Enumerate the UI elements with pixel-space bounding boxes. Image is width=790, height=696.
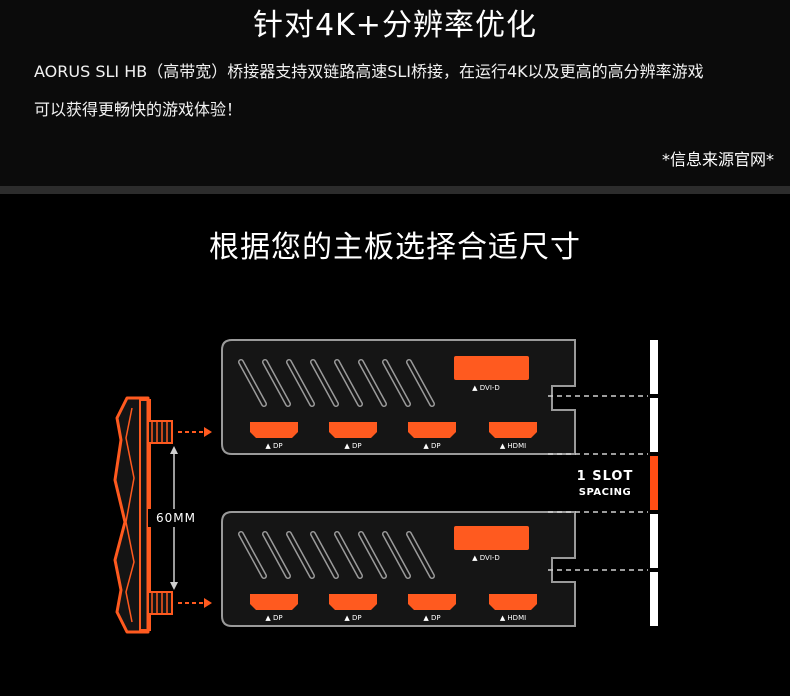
dvi-label-1: ▲ DVI-D	[472, 384, 500, 392]
dp-port-2c	[408, 594, 456, 610]
bridge-connector-top	[147, 420, 173, 444]
connection-arrows	[178, 427, 212, 608]
top-panel	[0, 0, 790, 186]
hdmi-port-2	[489, 594, 537, 610]
port-label-1a: ▲ DP	[265, 442, 282, 450]
gpu-bracket-1: ▲ DVI-D ▲ DP ▲ DP ▲ DP ▲ HDMI	[221, 339, 576, 455]
intro-line-1: AORUS SLI HB（高带宽）桥接器支持双链路高速SLI桥接，在运行4K以及…	[34, 62, 704, 81]
section-divider	[0, 186, 790, 194]
port-label-2b: ▲ DP	[344, 614, 361, 622]
gpu-bracket-2: ▲ DVI-D ▲ DP ▲ DP ▲ DP ▲ HDMI	[221, 511, 576, 627]
source-note: *信息来源官网*	[661, 150, 774, 169]
hdmi-port-1	[489, 422, 537, 438]
sli-bridge	[113, 396, 173, 634]
dvi-port-2	[454, 526, 529, 550]
sli-bridge-diagram: 60MM ▲ DVI-D ▲ DP	[113, 339, 658, 634]
dp-port-2a	[250, 594, 298, 610]
dp-port-1a	[250, 422, 298, 438]
port-label-1b: ▲ DP	[344, 442, 361, 450]
dp-port-2b	[329, 594, 377, 610]
port-label-2d: ▲ HDMI	[500, 614, 526, 622]
slot-label-line2: SPACING	[579, 487, 632, 498]
bridge-inner-line	[125, 407, 135, 623]
intro-line-2: 可以获得更畅快的游戏体验！	[34, 100, 243, 119]
slot-bar-3	[650, 514, 658, 568]
bridge-outline	[113, 396, 150, 634]
port-label-1c: ▲ DP	[423, 442, 440, 450]
slot-bar-1	[650, 340, 658, 394]
dvi-port-1	[454, 356, 529, 380]
slot-label-line1: 1 SLOT	[577, 469, 634, 484]
page-title: 针对4K+分辨率优化	[253, 8, 537, 43]
slot-bar-4	[650, 572, 658, 626]
distance-label: 60MM	[156, 511, 196, 525]
section-title: 根据您的主板选择合适尺寸	[209, 230, 581, 265]
bridge-connector-bottom	[147, 591, 173, 615]
dp-port-1c	[408, 422, 456, 438]
dp-port-1b	[329, 422, 377, 438]
port-label-2c: ▲ DP	[423, 614, 440, 622]
slot-spacing-indicator: 1 SLOT SPACING	[548, 340, 658, 626]
slot-bar-2	[650, 398, 658, 452]
slot-bar-highlight	[650, 456, 658, 510]
port-label-1d: ▲ HDMI	[500, 442, 526, 450]
distance-dimension: 60MM	[148, 446, 200, 590]
port-label-2a: ▲ DP	[265, 614, 282, 622]
dvi-label-2: ▲ DVI-D	[472, 554, 500, 562]
